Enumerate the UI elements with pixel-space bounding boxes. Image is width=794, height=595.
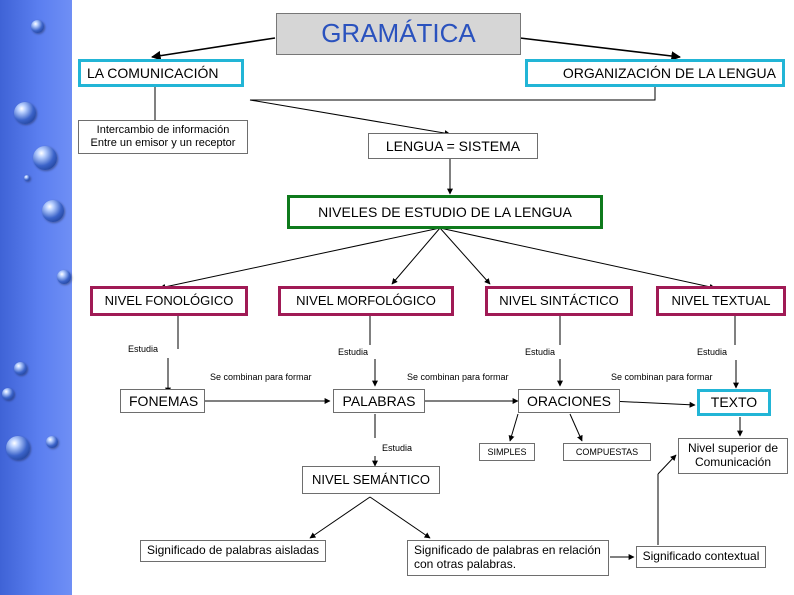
- node-label-line: con otras palabras.: [414, 557, 517, 571]
- node-label: LA COMUNICACIÓN: [87, 64, 219, 81]
- title-gramatica: GRAMÁTICA: [276, 13, 521, 55]
- node-nivel-superior: Nivel superior de Comunicación: [678, 438, 788, 474]
- node-nivel-textual: NIVEL TEXTUAL: [656, 286, 786, 316]
- node-label: NIVEL SINTÁCTICO: [499, 292, 619, 308]
- bubble-decoration: [2, 388, 14, 400]
- node-label: ORGANIZACIÓN DE LA LENGUA: [562, 64, 776, 81]
- node-fonemas: FONEMAS: [120, 389, 205, 413]
- node-nivel-sintactico: NIVEL SINTÁCTICO: [485, 286, 633, 316]
- node-palabras: PALABRAS: [333, 389, 425, 413]
- label-se-combinan: Se combinan para formar: [611, 372, 713, 382]
- node-significado-aisladas: Significado de palabras aisladas: [140, 540, 326, 562]
- node-label: Significado contextual: [642, 549, 760, 564]
- node-label: SIMPLES: [487, 446, 527, 457]
- node-texto: TEXTO: [697, 389, 771, 416]
- bubble-decoration: [14, 362, 27, 375]
- node-label: COMPUESTAS: [575, 446, 639, 457]
- node-label: NIVEL TEXTUAL: [671, 292, 771, 308]
- label-estudia: Estudia: [382, 443, 413, 453]
- node-nivel-semantico: NIVEL SEMÁNTICO: [302, 466, 440, 494]
- node-label-line: Entre un emisor y un receptor: [90, 137, 236, 149]
- node-label-line: Intercambio de información: [96, 124, 230, 137]
- bubble-decoration: [46, 436, 58, 448]
- node-label: LENGUA = SISTEMA: [385, 137, 521, 154]
- node-label: ORACIONES: [526, 392, 611, 409]
- node-nivel-fonologico: NIVEL FONOLÓGICO: [90, 286, 248, 316]
- node-significado-contextual: Significado contextual: [636, 546, 766, 568]
- node-label: NIVEL MORFOLÓGICO: [296, 292, 436, 308]
- node-nivel-morfologico: NIVEL MORFOLÓGICO: [278, 286, 454, 316]
- node-label: TEXTO: [710, 394, 758, 411]
- label-estudia: Estudia: [525, 347, 556, 357]
- node-compuestas: COMPUESTAS: [563, 443, 651, 461]
- node-label: NIVEL FONOLÓGICO: [104, 292, 234, 308]
- node-niveles-de-estudio: NIVELES DE ESTUDIO DE LA LENGUA: [287, 195, 603, 229]
- node-label-line: Significado de palabras en relación: [414, 543, 601, 558]
- node-significado-relacion: Significado de palabras en relación con …: [407, 540, 609, 576]
- label-estudia: Estudia: [128, 344, 159, 354]
- label-se-combinan: Se combinan para formar: [210, 372, 312, 382]
- decorative-sidebar: [0, 0, 72, 595]
- node-label-line: Nivel superior de: [687, 441, 779, 456]
- node-simples: SIMPLES: [479, 443, 535, 461]
- bubble-decoration: [14, 102, 36, 124]
- node-organizacion-de-la-lengua: ORGANIZACIÓN DE LA LENGUA: [525, 59, 785, 87]
- label-se-combinan: Se combinan para formar: [407, 372, 509, 382]
- node-la-comunicacion: LA COMUNICACIÓN: [78, 59, 244, 87]
- node-label: NIVELES DE ESTUDIO DE LA LENGUA: [318, 203, 572, 220]
- bubble-decoration: [57, 270, 71, 284]
- node-oraciones: ORACIONES: [518, 389, 620, 413]
- node-intercambio-de-informacion: Intercambio de información Entre un emis…: [78, 120, 248, 154]
- node-label-line: Comunicación: [694, 455, 772, 469]
- bubble-decoration: [42, 200, 64, 222]
- bubble-decoration: [33, 146, 57, 170]
- bubble-decoration: [6, 436, 30, 460]
- bubble-decoration: [24, 175, 30, 181]
- node-label: PALABRAS: [342, 392, 416, 409]
- title-text: GRAMÁTICA: [321, 18, 476, 49]
- node-label: NIVEL SEMÁNTICO: [312, 471, 430, 487]
- node-label: Significado de palabras aisladas: [146, 543, 320, 558]
- bubble-decoration: [31, 20, 44, 33]
- label-estudia: Estudia: [338, 347, 369, 357]
- node-label: FONEMAS: [129, 392, 199, 409]
- label-estudia: Estudia: [697, 347, 728, 357]
- node-lengua-sistema: LENGUA = SISTEMA: [368, 133, 538, 159]
